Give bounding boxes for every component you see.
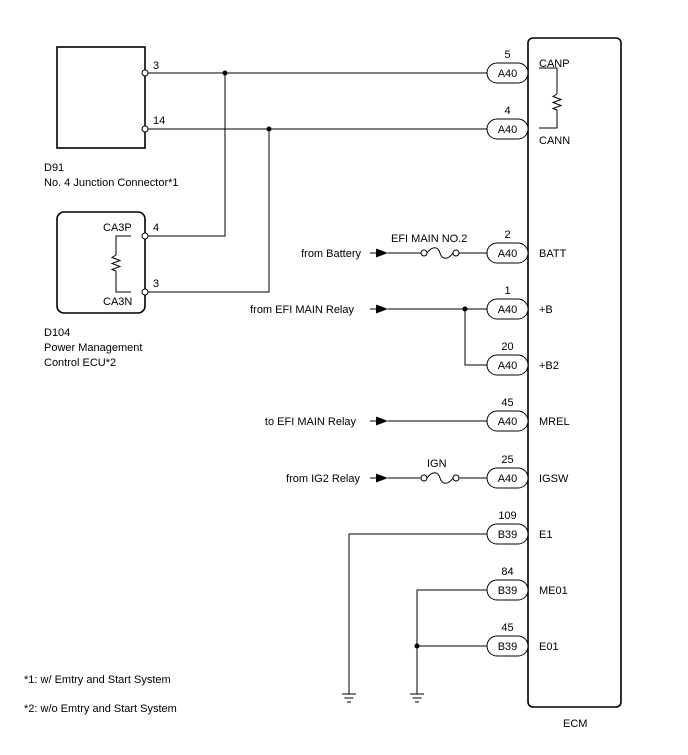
d104-pin-3-number: 3 (153, 278, 159, 290)
ecm-can-resistor (539, 67, 563, 129)
connector-pill (486, 242, 529, 264)
connector-label: A40 (498, 360, 518, 372)
d104-pin-ca3p-label: CA3P (103, 222, 132, 234)
signal-name: +B2 (539, 360, 559, 372)
d104-box (56, 211, 146, 314)
signal-name: E01 (539, 641, 559, 653)
d104-pin-4-terminal (141, 232, 149, 240)
signal-name: IGSW (539, 473, 569, 485)
d104-name-line1: Power Management (44, 342, 142, 354)
mrel-target-label: to EFI MAIN Relay (265, 416, 357, 428)
connector-pill (486, 467, 529, 489)
connector-pill (486, 410, 529, 432)
connector-label: B39 (498, 585, 518, 597)
plus-b-source-label: from EFI MAIN Relay (250, 304, 354, 316)
ecm-terminal-list: A405CANPA404CANNA402BATTA401+BA4020+B2A4… (486, 49, 570, 657)
connector-pill (486, 298, 529, 320)
pin-number: 20 (501, 341, 513, 353)
signal-name: +B (539, 304, 553, 316)
connector-label: A40 (498, 124, 518, 136)
connector-label: B39 (498, 529, 518, 541)
signal-name: BATT (539, 248, 567, 260)
ecm-label: ECM (563, 718, 587, 730)
d104-id: D104 (44, 327, 70, 339)
d91-name: No. 4 Junction Connector*1 (44, 177, 179, 189)
ground-wiring (342, 533, 487, 703)
pin-number: 84 (501, 566, 513, 578)
d91-pin-14-number: 14 (153, 115, 165, 127)
pin-number: 5 (504, 49, 510, 61)
signal-name: E1 (539, 529, 552, 541)
can-wiring (148, 70, 487, 293)
batt-source-label: from Battery (301, 248, 361, 260)
connector-label: B39 (498, 641, 518, 653)
ground-symbol (410, 693, 424, 703)
ecm-terminal--b: A40 1 +B (486, 285, 553, 320)
pin-number: 4 (504, 105, 510, 117)
pin-number: 45 (501, 397, 513, 409)
connector-label: A40 (498, 68, 518, 80)
connector-pill (486, 354, 529, 376)
d104-power-management-ecu: CA3P CA3N 4 3 D104 Power Management Cont… (44, 211, 159, 369)
footnote-2: *2: w/o Emtry and Start System (24, 703, 177, 715)
connector-label: A40 (498, 304, 518, 316)
connector-pill (486, 579, 529, 601)
d91-junction-connector: 3 14 D91 No. 4 Junction Connector*1 (44, 46, 179, 189)
pin-number: 25 (501, 454, 513, 466)
signal-name: ME01 (539, 585, 568, 597)
efi-main-no2-fuse-label: EFI MAIN NO.2 (391, 233, 467, 245)
connector-pill (486, 62, 529, 84)
ecm-box (527, 37, 622, 708)
signal-name: MREL (539, 416, 570, 428)
connector-label: A40 (498, 248, 518, 260)
d104-pin-3-terminal (141, 288, 149, 296)
d104-name-line2: Control ECU*2 (44, 357, 116, 369)
d104-pin-ca3n-label: CA3N (103, 296, 132, 308)
connector-pill (486, 118, 529, 140)
connector-pill (486, 523, 529, 545)
ground-symbol (342, 693, 356, 703)
d91-pin-3-number: 3 (153, 60, 159, 72)
pin-number: 1 (504, 285, 510, 297)
signal-name: CANP (539, 58, 570, 70)
pin-number: 2 (504, 229, 510, 241)
d91-id: D91 (44, 162, 64, 174)
power-wiring: EFI MAIN NO.2 from Battery from EFI MAIN… (250, 233, 487, 485)
d91-pin-14-terminal (141, 125, 149, 133)
footnote-1: *1: w/ Emtry and Start System (24, 674, 171, 686)
signal-name: CANN (539, 135, 570, 147)
ign-fuse-label: IGN (427, 458, 447, 470)
pin-number: 109 (498, 510, 516, 522)
d104-pin-4-number: 4 (153, 222, 159, 234)
d91-pin-3-terminal (141, 69, 149, 77)
igsw-source-label: from IG2 Relay (286, 473, 360, 485)
connector-pill (486, 635, 529, 657)
ecm-terminal--b2: A40 20 +B2 (486, 341, 559, 376)
d91-box (56, 46, 146, 149)
pin-number: 45 (501, 622, 513, 634)
connector-label: A40 (498, 473, 518, 485)
connector-label: A40 (498, 416, 518, 428)
